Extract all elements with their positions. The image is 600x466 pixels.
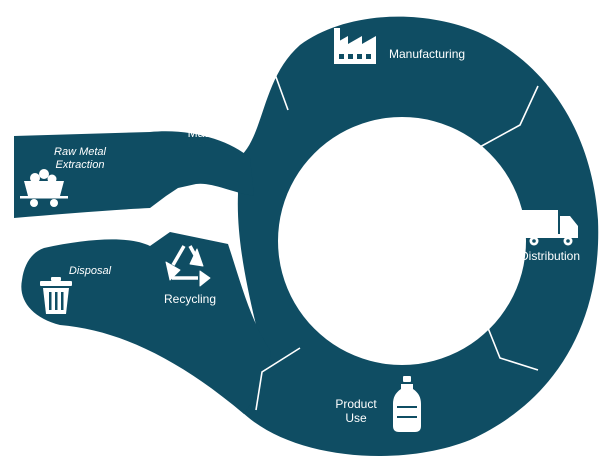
divider-distribution-product-use bbox=[483, 317, 539, 371]
raw-metal-extraction-label-line2: Extraction bbox=[56, 159, 105, 171]
product-use-label: Product bbox=[335, 397, 377, 411]
bottle-icon bbox=[393, 376, 421, 432]
divider-recycled-manufacturing bbox=[239, 54, 289, 111]
divider-manufacturing-distribution bbox=[477, 85, 539, 149]
recycled-material-label-line2: Material bbox=[188, 126, 231, 140]
mine-cart-icon bbox=[20, 169, 68, 207]
distribution-label: Distribution bbox=[520, 249, 580, 263]
disposal-arm bbox=[21, 232, 271, 414]
trash-can-icon bbox=[40, 277, 72, 314]
lifecycle-ring bbox=[236, 16, 599, 456]
truck-icon bbox=[520, 210, 578, 246]
raw-extraction-arm bbox=[14, 131, 254, 218]
factory-icon bbox=[334, 28, 376, 64]
disposal-label: Disposal bbox=[69, 265, 112, 277]
product-use-label-line2: Use bbox=[345, 411, 367, 425]
recycling-label: Recycling bbox=[164, 292, 216, 306]
recycled-material-label: Recycled bbox=[184, 111, 233, 125]
recycle-icon bbox=[165, 245, 211, 287]
stage-dividers bbox=[239, 54, 539, 411]
manufacturing-label: Manufacturing bbox=[389, 47, 465, 61]
divider-product-use-recycling bbox=[255, 347, 301, 411]
raw-metal-extraction-label: Raw Metal bbox=[54, 146, 107, 158]
